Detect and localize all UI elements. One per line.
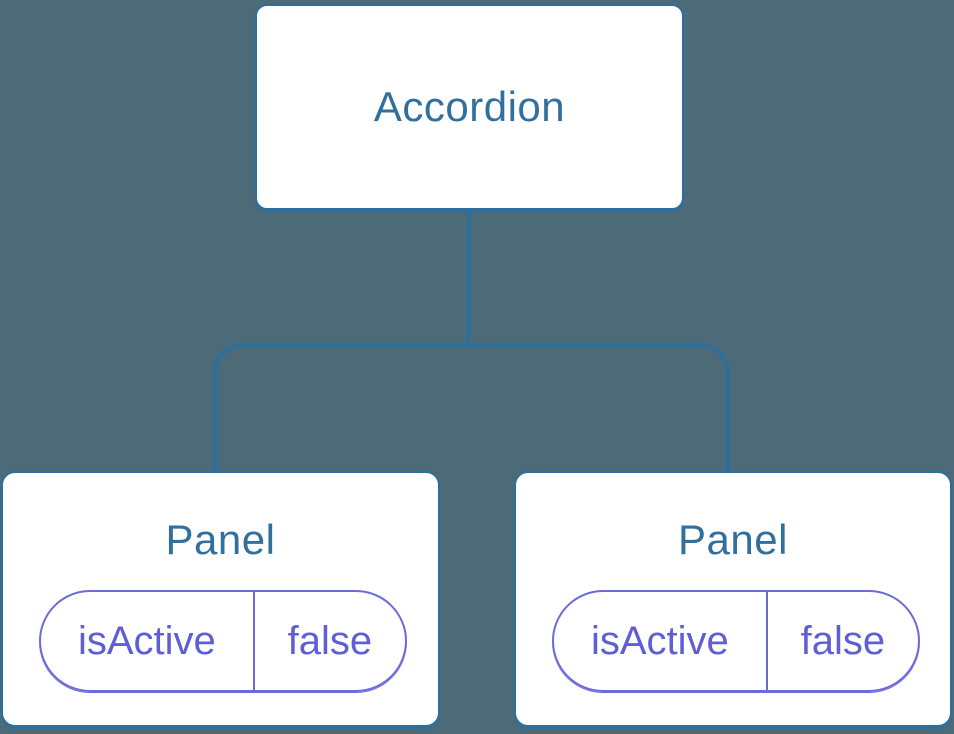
panel-node-left: Panel isActive false [1, 471, 440, 727]
accordion-node: Accordion [255, 4, 684, 210]
state-key: isActive [590, 618, 729, 663]
panel-node-label: Panel [165, 516, 276, 563]
state-value-cell: false [768, 592, 918, 690]
state-pill: isActive false [39, 590, 407, 692]
state-value: false [800, 618, 886, 663]
state-key-cell: isActive [554, 592, 768, 690]
state-key: isActive [77, 618, 216, 663]
state-pill: isActive false [552, 590, 920, 692]
connector-bracket [213, 343, 730, 471]
accordion-node-label: Accordion [373, 83, 566, 130]
state-value: false [287, 618, 373, 663]
state-value-cell: false [255, 592, 405, 690]
connector-stem [467, 211, 471, 345]
panel-node-right: Panel isActive false [514, 471, 952, 727]
state-key-cell: isActive [41, 592, 255, 690]
panel-node-label: Panel [678, 516, 788, 563]
